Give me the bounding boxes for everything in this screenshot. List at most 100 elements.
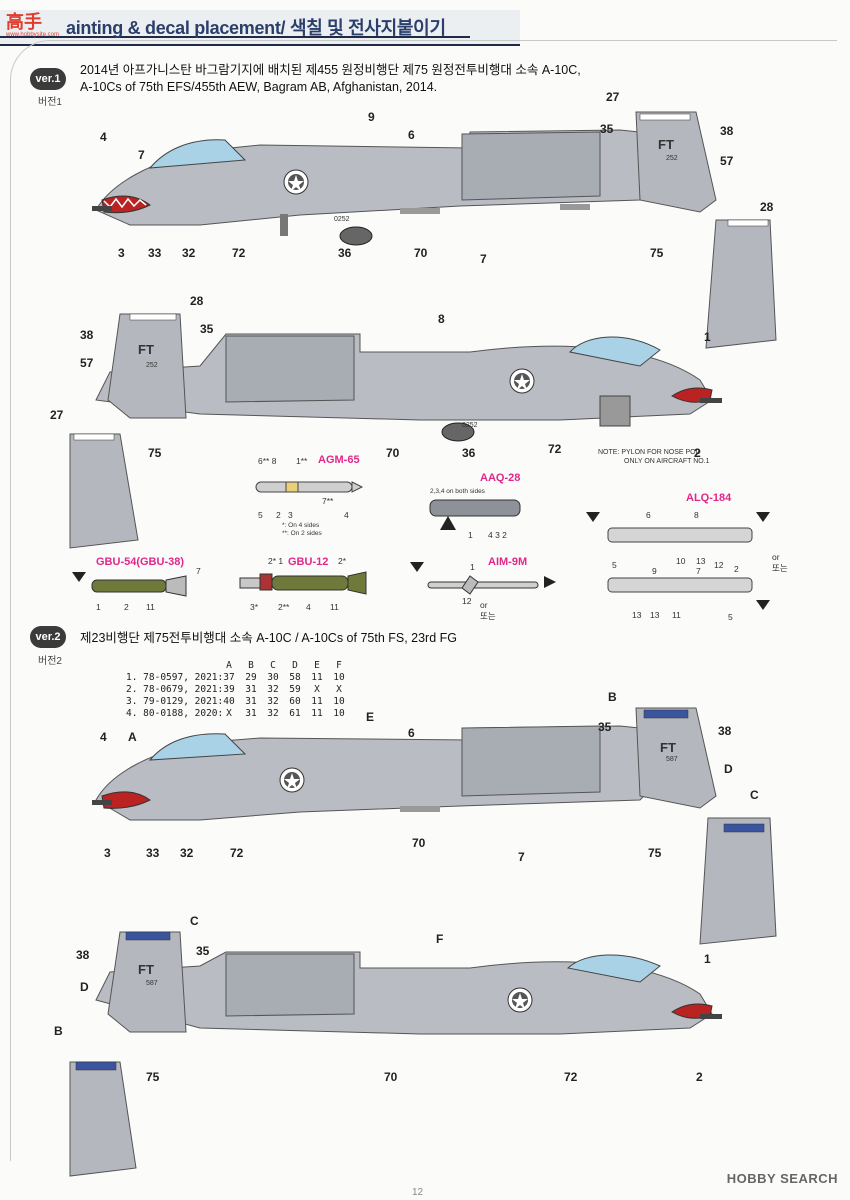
- callout-v2-72: 72: [230, 846, 244, 860]
- nose-pod-note-line1: NOTE: PYLON FOR NOSE POD: [598, 449, 701, 456]
- callout-9: 9: [368, 110, 375, 124]
- aim9m-title: AIM-9M: [488, 556, 528, 568]
- callout-35: 35: [600, 122, 614, 136]
- ver1-fuselage-serial: 0252: [334, 216, 350, 223]
- callout-75b: 75: [148, 446, 162, 460]
- agm65-label-2: 2: [276, 510, 281, 520]
- aim9m-or-ko: 또는: [480, 611, 496, 621]
- gbu12-label-2a: 2* 1: [268, 556, 284, 566]
- gbu12-label-3: 3*: [250, 602, 259, 612]
- nose-pod-note: NOTE: PYLON FOR NOSE POD ONLY ON AIRCRAF…: [598, 448, 710, 466]
- ver2-tail-code: FT: [660, 740, 676, 755]
- callout-v2-C: C: [750, 788, 759, 802]
- ver1-heading-en: A-10Cs of 75th EFS/455th AEW, Bagram AB,…: [80, 80, 438, 94]
- callout-v2-A: A: [128, 730, 137, 744]
- gbu12-title: GBU-12: [288, 556, 329, 568]
- ver1-heading: 2014년 아프가니스탄 바그람기지에 배치된 제455 원정비행단 제75 원…: [80, 62, 581, 96]
- alq184-label-7: 7: [696, 566, 701, 576]
- callout-v2-3: 3: [104, 846, 111, 860]
- nose-pod-note-line2: ONLY ON AIRCRAFT NO.1: [624, 458, 710, 465]
- table-row: 4. 80-0188, 2020: X 31 32 61 11 10: [126, 708, 345, 719]
- callout-7b: 7: [480, 252, 487, 266]
- callout-v2-75: 75: [648, 846, 662, 860]
- callout-v2b-75: 75: [146, 1070, 160, 1084]
- alq184-label-13a: 13: [632, 610, 642, 620]
- ver2-heading: 제23비행단 제75전투비행대 소속 A-10C / A-10Cs of 75t…: [80, 631, 458, 645]
- table-row: 1. 78-0597, 2021: 37 29 30 58 11 10: [126, 672, 345, 683]
- callout-57: 57: [720, 154, 734, 168]
- callout-v2-38: 38: [718, 724, 732, 738]
- gbu54-label-7: 7: [196, 566, 201, 576]
- page-number: 12: [412, 1187, 424, 1198]
- callout-v2b-72: 72: [564, 1070, 578, 1084]
- hobby-search-logo: HOBBY SEARCH: [726, 1171, 838, 1186]
- callout-v2-E: E: [366, 710, 375, 724]
- aim9m-label-12: 12: [462, 596, 472, 606]
- agm65-label-3: 3: [288, 510, 293, 520]
- agm65-note1: *: On 4 sides: [282, 522, 320, 529]
- gbu54-label-11: 11: [146, 602, 155, 612]
- callout-70: 70: [414, 246, 428, 260]
- callout-33: 33: [148, 246, 162, 260]
- alq184-label-8: 8: [694, 510, 699, 520]
- callout-v2-6: 6: [408, 726, 415, 740]
- ver2-tail-serial: 587: [666, 756, 678, 763]
- callout-v2-B: B: [608, 690, 617, 704]
- agm65-label-6: 6** 8: [258, 456, 277, 466]
- callout-27: 27: [606, 90, 620, 104]
- alq184-label-10: 10: [676, 556, 686, 566]
- alq184-label-9: 9: [652, 566, 657, 576]
- agm65-label-1: 1**: [296, 456, 308, 466]
- ver1-heading-ko: 2014년 아프가니스탄 바그람기지에 배치된 제455 원정비행단 제75 원…: [80, 63, 581, 77]
- ver2b-tail-code: FT: [138, 962, 154, 977]
- callout-v2-32: 32: [180, 846, 194, 860]
- alq184-title: ALQ-184: [686, 492, 732, 504]
- agm65-note2: **: On 2 sides: [282, 530, 322, 537]
- header-stripe: [0, 36, 470, 38]
- agm65-label-7: 7**: [322, 496, 334, 506]
- callout-v2b-38: 38: [76, 948, 90, 962]
- alq184-label-5b: 5: [728, 612, 733, 622]
- ver1-tail-code: FT: [658, 137, 674, 152]
- aaq28-label-4: 4 3 2: [488, 530, 507, 540]
- callout-36b: 36: [462, 446, 476, 460]
- callout-v2b-F: F: [436, 932, 444, 946]
- ver1-tail-serial: 252: [666, 155, 678, 162]
- logo-sub: www.hobbysite.com: [6, 32, 60, 38]
- col-c: C: [270, 660, 276, 671]
- callout-4: 4: [100, 130, 107, 144]
- table-row: 3. 79-0129, 2021: 40 31 32 60 11 10: [126, 696, 345, 707]
- callout-7: 7: [138, 148, 145, 162]
- agm65-label-4: 4: [344, 510, 349, 520]
- ver1b-tail-serial: 252: [146, 362, 158, 369]
- gbu12-label-2c: 2**: [278, 602, 290, 612]
- ver2b-tail-serial: 587: [146, 980, 158, 987]
- callout-75: 75: [650, 246, 664, 260]
- ver2-badge-ko: 버전2: [38, 656, 62, 667]
- callout-v2-D: D: [724, 762, 733, 776]
- ver1-badge: ver.1: [30, 68, 66, 90]
- callout-v2-7: 7: [518, 850, 525, 864]
- callout-6: 6: [408, 128, 415, 142]
- site-logo: 高手 www.hobbysite.com: [6, 8, 72, 38]
- col-d: D: [292, 660, 298, 671]
- alq184-label-5: 5: [612, 560, 617, 570]
- aim9m-or: or: [480, 600, 488, 610]
- callout-57b: 57: [80, 356, 94, 370]
- callout-36: 36: [338, 246, 352, 260]
- callout-35b: 35: [200, 322, 214, 336]
- alq184-label-12: 12: [714, 560, 724, 570]
- gbu54-label-2: 2: [124, 602, 129, 612]
- alq184-label-2: 2: [734, 564, 739, 574]
- gbu12-label-11: 11: [330, 602, 339, 612]
- callout-v2-70: 70: [412, 836, 426, 850]
